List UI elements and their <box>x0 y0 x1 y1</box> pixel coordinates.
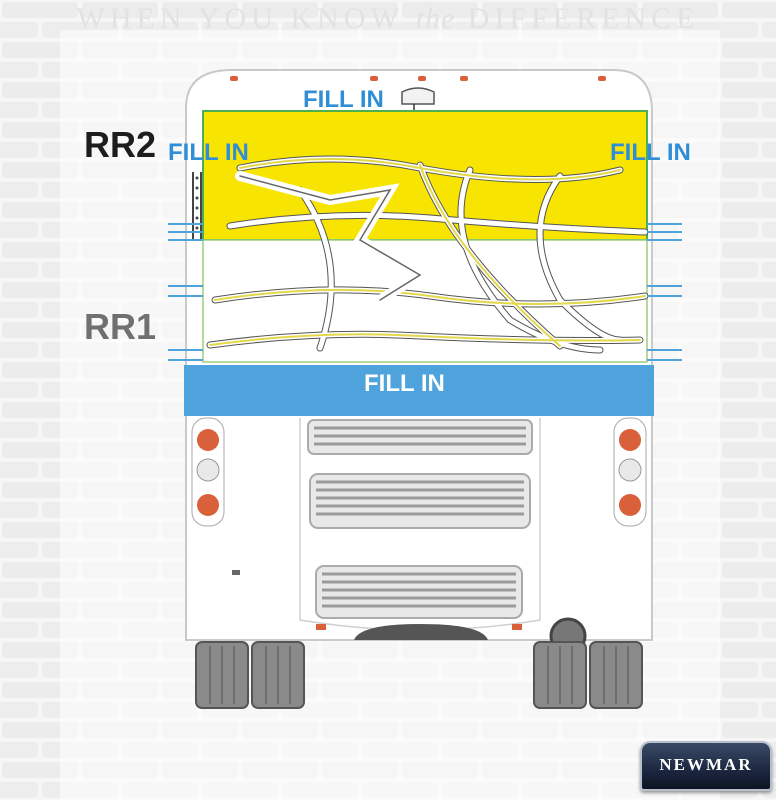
newmar-logo: NEWMAR <box>640 741 772 791</box>
fill-in-band-label: FILL IN <box>364 370 445 397</box>
tagline: WHEN YOU KNOW the DIFFERENCE <box>0 2 776 36</box>
rear-tires <box>195 641 643 709</box>
grille-middle <box>309 473 531 529</box>
marker-lights <box>230 76 606 81</box>
tagline-before: WHEN YOU KNOW <box>76 2 416 35</box>
tagline-emphasis: the <box>415 2 456 35</box>
ladder <box>192 172 202 240</box>
rr2-zone-label: RR2 <box>84 124 157 165</box>
taillight-right <box>613 417 647 527</box>
side-stripes <box>168 223 682 361</box>
fill-in-right-label: FILL IN <box>610 139 691 166</box>
grille-top <box>307 419 533 455</box>
grille-bottom <box>315 565 523 619</box>
taillight-left <box>191 417 225 527</box>
fill-in-top-label: FILL IN <box>303 86 384 113</box>
rr1-zone-label: RR1 <box>84 306 157 347</box>
newmar-logo-text: NEWMAR <box>659 755 753 774</box>
fill-in-left-label: FILL IN <box>168 139 249 166</box>
rear-bumper <box>354 624 488 640</box>
rear-camera <box>401 87 435 105</box>
swoosh-graphics <box>206 155 649 354</box>
tagline-after: DIFFERENCE <box>455 2 700 35</box>
fill-in-band <box>184 365 654 416</box>
